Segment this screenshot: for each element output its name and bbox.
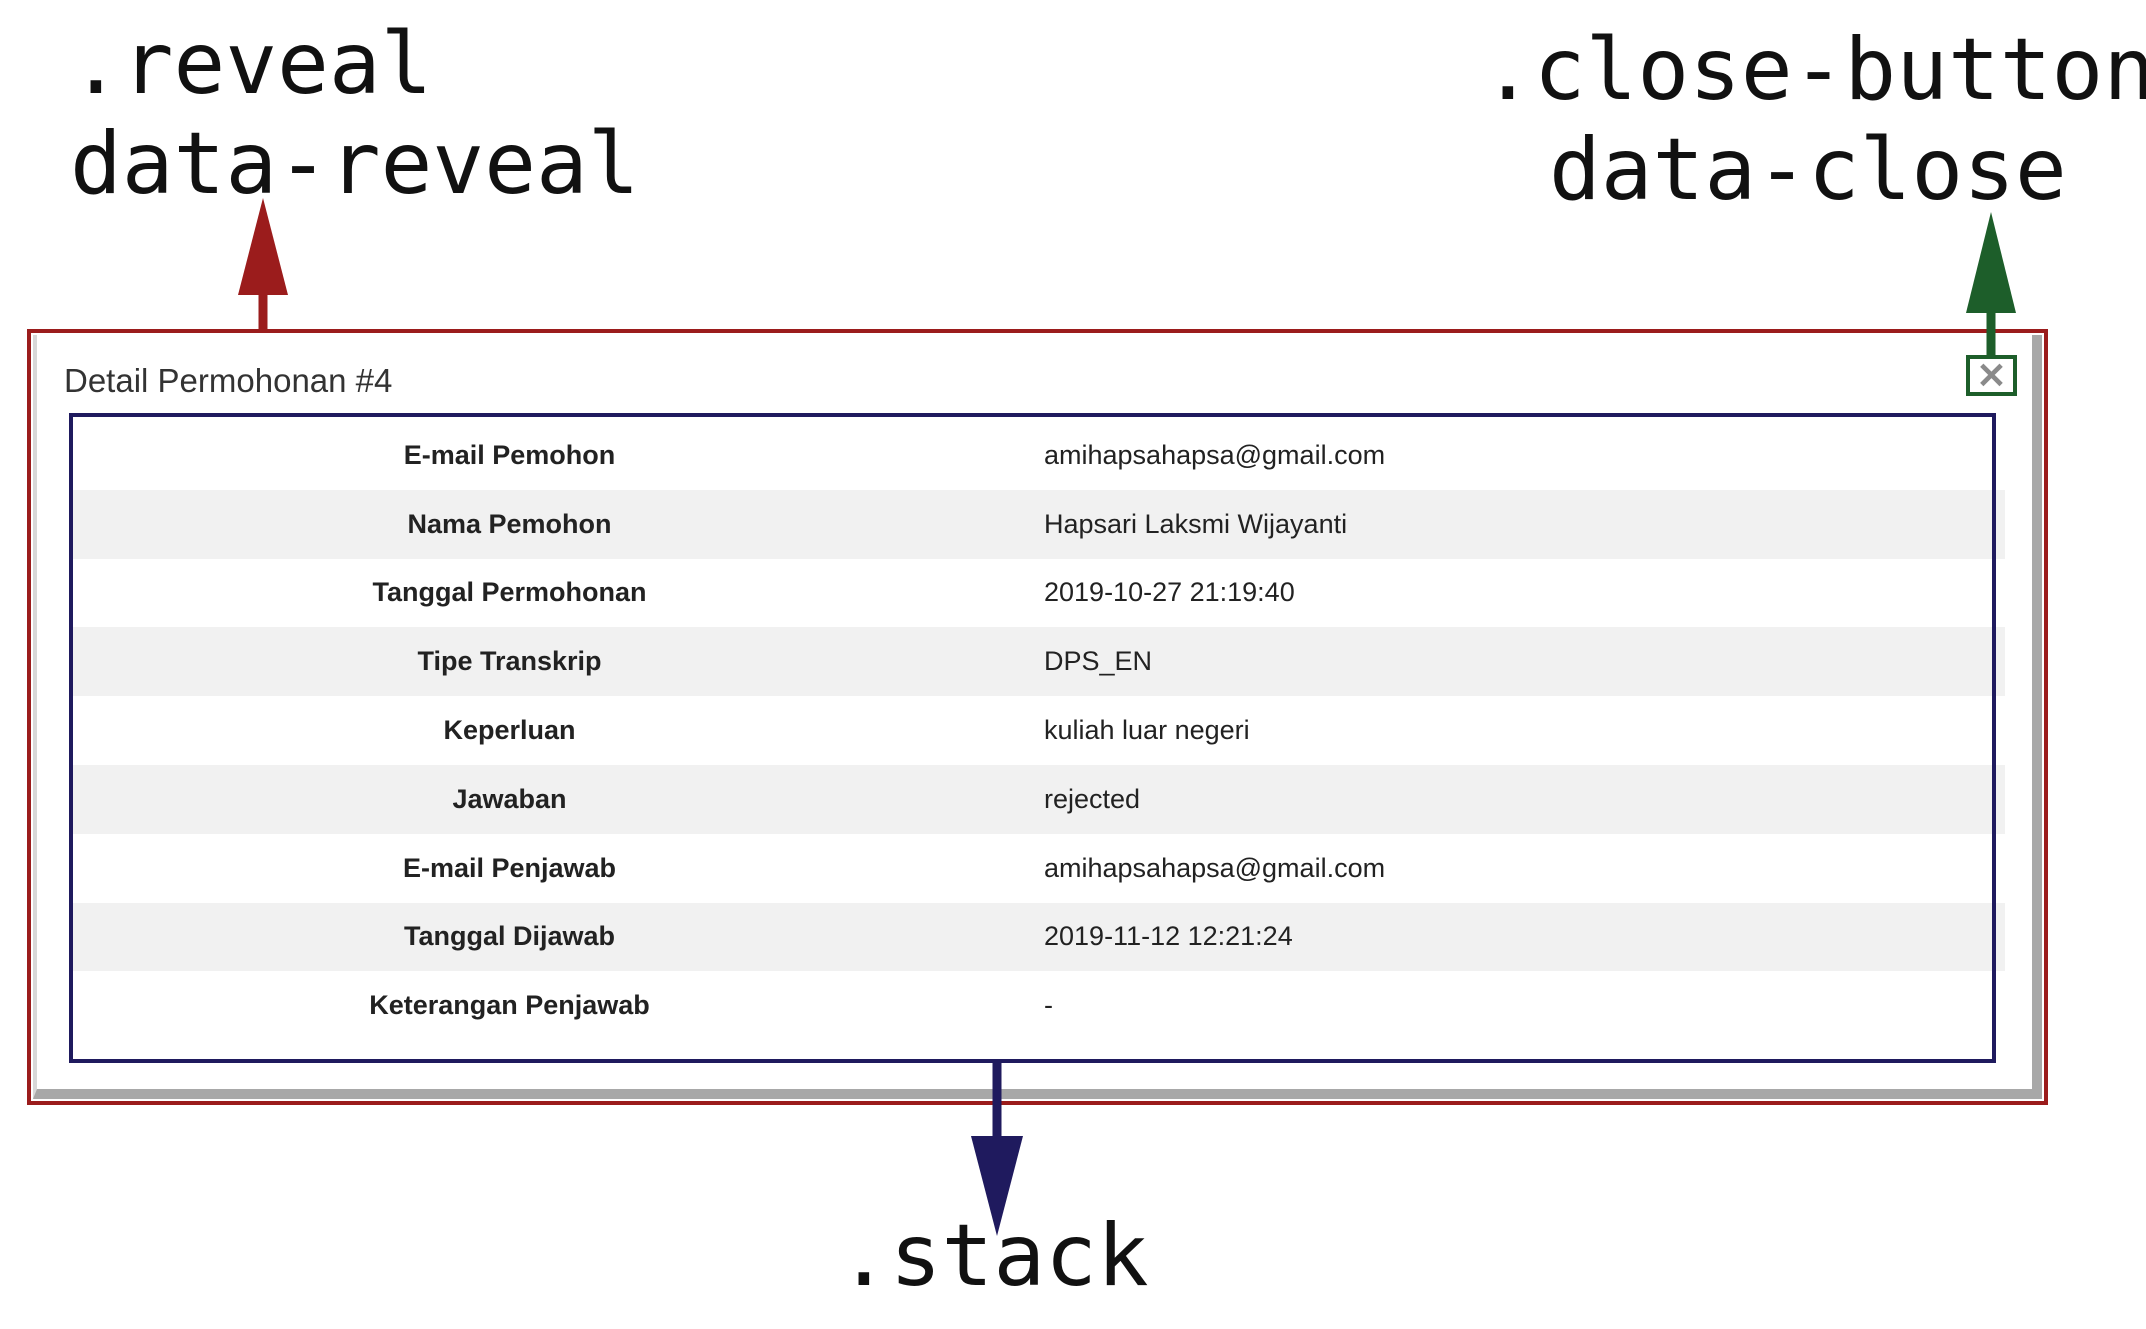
close-button[interactable]: ✕ [1966,355,2017,396]
row-value: - [1044,990,1053,1021]
row-value: 2019-11-12 12:21:24 [946,902,2005,972]
modal-title: Detail Permohonan #4 [64,362,393,399]
stack-class-label: .stack [838,1206,1149,1306]
row-value: Hapsari Laksmi Wijayanti [946,489,2005,559]
row-key: E-mail Penjawab [402,852,617,883]
row-value: kuliah luar negeri [1044,715,1250,746]
close-icon: ✕ [1976,354,2007,396]
row-key: Jawaban [73,764,946,834]
table-row: E-mail Pemohon amihapsahapsa@gmail.com [73,421,2005,490]
row-value: DPS_EN [946,627,2005,697]
table-row: E-mail Penjawab amihapsahapsa@gmail.com [73,834,2005,903]
reveal-highlight-box [27,329,2048,1105]
reveal-class-label: .reveal [70,14,433,114]
close-button-attribute-label: data-close [1549,120,2067,220]
row-value: amihapsahapsa@gmail.com [1044,439,1386,470]
row-value: amihapsahapsa@gmail.com [1044,852,1386,883]
close-button-class-label: .close-button [1482,20,2146,120]
table-row: Tanggal Permohonan 2019-10-27 21:19:40 [73,559,2005,628]
row-key: Keterangan Penjawab [369,990,650,1021]
row-value: rejected [946,764,2005,834]
reveal-modal [33,335,2042,1099]
reveal-arrow [238,198,288,331]
row-value: 2019-10-27 21:19:40 [1044,577,1295,608]
reveal-attribute-label: data-reveal [70,114,640,214]
stack-highlight-box [69,413,1996,1063]
row-key: Tipe Transkrip [73,627,946,697]
table-row: Keterangan Penjawab - [73,971,2005,1040]
row-key: Nama Pemohon [73,489,946,559]
row-key: Tanggal Dijawab [73,902,946,972]
row-key: E-mail Pemohon [403,439,616,470]
row-key: Keperluan [443,715,576,746]
row-key: Tanggal Permohonan [372,577,647,608]
table-row: Keperluan kuliah luar negeri [73,696,2005,765]
